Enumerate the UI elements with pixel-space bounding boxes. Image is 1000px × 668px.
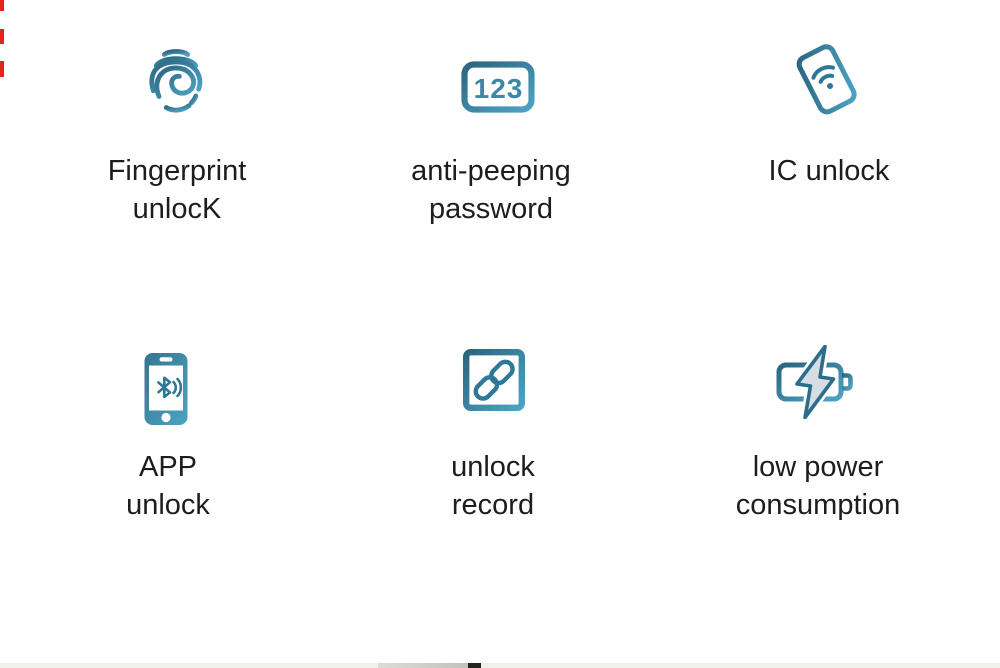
feature-label-line: unlock — [126, 489, 210, 521]
fingerprint-icon — [147, 45, 205, 119]
bottom-dark-segment — [468, 663, 481, 668]
feature-label-unlock-record: unlock record — [343, 448, 643, 524]
left-edge-red-mark — [0, 29, 4, 44]
feature-label-fingerprint-unlock: Fingerprint unlocK — [27, 152, 327, 228]
feature-label-line: consumption — [735, 489, 901, 521]
feature-label-app-unlock: APP unlock — [18, 448, 318, 524]
battery-lightning-icon — [772, 345, 858, 419]
feature-label-line: IC unlock — [768, 155, 890, 187]
feature-label-line: low power — [752, 451, 884, 483]
left-edge-red-mark — [0, 61, 4, 77]
keypad-123-icon: 123 — [461, 61, 535, 113]
left-edge-red-mark — [0, 0, 4, 11]
feature-label-anti-peeping-password: anti-peeping password — [341, 152, 641, 228]
chain-link-icon — [463, 349, 525, 411]
feature-label-line: APP — [138, 451, 198, 483]
phone-bluetooth-icon — [142, 351, 190, 427]
feature-label-line: unlocK — [132, 193, 222, 225]
bottom-scrollbar-thumb[interactable] — [378, 663, 468, 668]
bottom-scrollbar-track[interactable] — [0, 663, 1000, 668]
feature-label-line: unlock — [451, 451, 535, 483]
ic-card-wifi-icon — [790, 40, 866, 124]
feature-label-ic-unlock: IC unlock — [679, 152, 979, 190]
feature-label-line: Fingerprint — [107, 155, 247, 187]
feature-label-line: record — [451, 489, 535, 521]
feature-label-line: anti-peeping — [411, 155, 571, 187]
keypad-123-digits: 123 — [474, 73, 524, 104]
feature-label-low-power-consumption: low power consumption — [668, 448, 968, 524]
feature-label-line: password — [428, 193, 554, 225]
